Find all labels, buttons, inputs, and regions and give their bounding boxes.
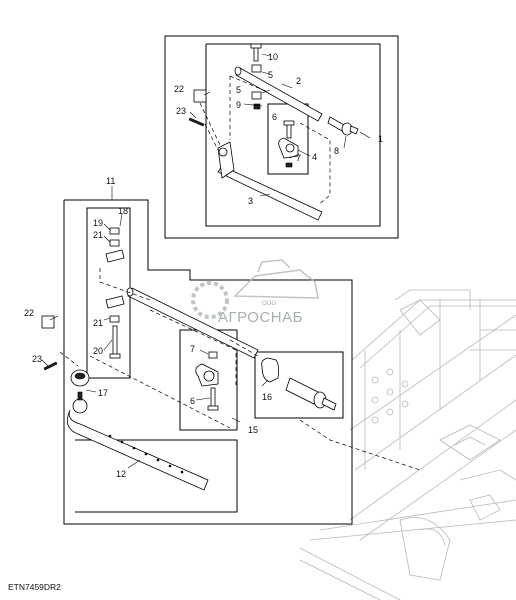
callout-8: 8: [334, 146, 339, 156]
upper-pin-23: [188, 117, 205, 127]
callout-9: 9: [236, 100, 241, 110]
upper-tie-rod-tube: [234, 66, 323, 122]
upper-clamp: [278, 120, 299, 168]
callout-6-lower: 6: [190, 396, 195, 406]
callout-labels: 1 2 3 4 5 5 6 7 8 9 10 11 12 15 16 17 18…: [24, 52, 383, 479]
lower-assembly-frame: [63, 199, 353, 525]
callout-18: 18: [118, 206, 128, 216]
upper-spacer-nuts: [251, 64, 262, 110]
lower-bolt-stack-upper: [105, 227, 125, 263]
upper-tie-rod-end-shaft: [327, 116, 359, 136]
upper-clamp-bolt: [250, 43, 262, 62]
callout-12: 12: [116, 469, 126, 479]
lower-ball-joint-17: [70, 369, 90, 414]
callout-5-upper: 5: [268, 70, 273, 80]
callout-3: 3: [248, 196, 253, 206]
lower-cap-22: [41, 315, 55, 329]
callout-11: 11: [106, 176, 115, 186]
upper-outer-tube-3: [217, 141, 323, 221]
callout-7-lower: 7: [190, 344, 195, 354]
lower-bolt-stack-lower: [105, 295, 125, 359]
lower-tie-rod-tube: [126, 287, 259, 359]
lower-adjuster-16: [261, 357, 337, 411]
callout-21-lower: 21: [93, 318, 103, 328]
watermark-company-prefix: ООО: [262, 301, 276, 307]
background-machine-frame: [299, 289, 516, 600]
callout-22-upper: 22: [174, 84, 184, 94]
lower-leader-lines: [41, 186, 269, 469]
upper-assembly-frame: [164, 35, 399, 239]
callout-21-upper: 21: [93, 230, 103, 240]
agrosnab-watermark: ООО АГРОСНАБ: [191, 259, 319, 326]
lower-outer-tube-12: [66, 409, 209, 491]
callout-6-upper: 6: [272, 112, 277, 122]
lower-clamp-6-7: [195, 351, 219, 411]
callout-23-upper: 23: [176, 106, 186, 116]
lower-pin-23: [43, 361, 58, 371]
callout-19: 19: [93, 218, 103, 228]
callout-5-lower: 5: [236, 85, 241, 95]
drawing-code: ETN7459DR2: [8, 582, 61, 592]
callout-16: 16: [262, 392, 272, 402]
upper-leader-lines: [189, 53, 371, 197]
callout-7-upper: 7: [296, 153, 301, 163]
callout-10: 10: [268, 52, 278, 62]
watermark-company-name: АГРОСНАБ: [218, 309, 303, 326]
callout-17: 17: [98, 388, 108, 398]
callout-1: 1: [378, 134, 383, 144]
callout-20: 20: [93, 346, 103, 356]
callout-23-lower: 23: [32, 354, 42, 364]
callout-22-lower: 22: [24, 308, 34, 318]
callout-2: 2: [296, 76, 301, 86]
callout-15: 15: [248, 425, 258, 435]
callout-4: 4: [312, 152, 317, 162]
upper-cap-22: [193, 89, 207, 103]
